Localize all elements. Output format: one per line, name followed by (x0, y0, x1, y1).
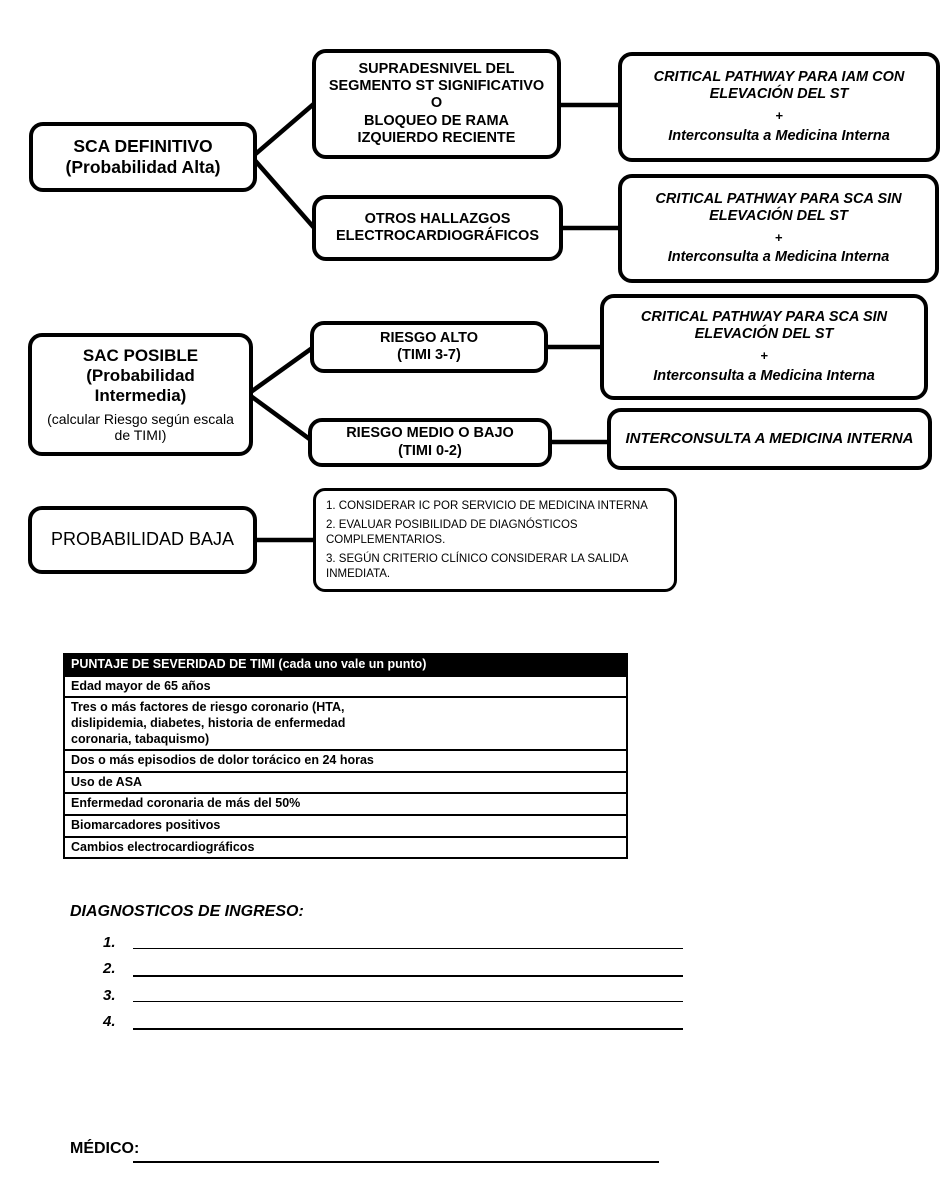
timi-row-edad: Edad mayor de 65 años (65, 674, 626, 697)
node-acciones-probabilidad-baja: 1. CONSIDERAR IC POR SERVICIO DE MEDICIN… (313, 488, 677, 592)
node-critical-pathway-sca-sin-st-1: CRITICAL PATHWAY PARA SCA SIN ELEVACIÓN … (618, 174, 939, 283)
node-note: (calcular Riesgo según escala de TIMI) (47, 410, 234, 444)
node-subtitle: (Probabilidad Alta) (65, 157, 221, 177)
node-critical-pathway-sca-sin-st-2: CRITICAL PATHWAY PARA SCA SIN ELEVACIÓN … (600, 294, 928, 400)
node-conjunction: O (430, 95, 443, 112)
node-line2: Interconsulta a Medicina Interna (667, 249, 890, 266)
node-line1: SUPRADESNIVEL DEL SEGMENTO ST SIGNIFICAT… (328, 61, 545, 95)
action-item-3: 3. SEGÚN CRITERIO CLÍNICO CONSIDERAR LA … (326, 552, 629, 580)
timi-row-episodios-dolor: Dos o más episodios de dolor torácico en… (65, 749, 626, 771)
node-line1: CRITICAL PATHWAY PARA IAM CON ELEVACIÓN … (653, 69, 905, 103)
node-otros-hallazgos: OTROS HALLAZGOS ELECTROCARDIOGRÁFICOS (312, 195, 563, 261)
timi-row-enfermedad-coronaria: Enfermedad coronaria de más del 50% (65, 792, 626, 814)
node-title: SCA DEFINITIVO (73, 136, 213, 157)
node-interconsulta-medicina-interna: INTERCONSULTA A MEDICINA INTERNA (607, 408, 932, 470)
diagnosis-blank-line-4 (133, 1028, 683, 1030)
node-line2: Interconsulta a Medicina Interna (668, 127, 890, 144)
diagnosis-number-3: 3. (103, 987, 116, 1004)
diagnosis-blank-line-3 (133, 1001, 683, 1002)
diagnosis-number-2: 2. (103, 960, 116, 977)
timi-row-factores-riesgo: Tres o más factores de riesgo coronario … (65, 696, 626, 749)
diagnosis-number-4: 4. (103, 1013, 116, 1030)
plus-sign: + (775, 108, 783, 124)
medico-label: MÉDICO: (70, 1140, 140, 1157)
node-sca-definitivo: SCA DEFINITIVO (Probabilidad Alta) (29, 122, 257, 192)
node-line1: INTERCONSULTA A MEDICINA INTERNA (625, 430, 914, 448)
node-critical-pathway-iam-con-st: CRITICAL PATHWAY PARA IAM CON ELEVACIÓN … (618, 52, 940, 162)
node-probabilidad-baja: PROBABILIDAD BAJA (28, 506, 257, 574)
node-line1: RIESGO ALTO (379, 329, 479, 346)
plus-sign: + (774, 229, 783, 245)
node-line1: OTROS HALLAZGOS ELECTROCARDIOGRÁFICOS (336, 210, 539, 244)
action-item-2: 2. EVALUAR POSIBILIDAD DE DIAGNÓSTICOS C… (326, 518, 578, 546)
node-title: SAC POSIBLE (82, 345, 199, 365)
node-sac-posible: SAC POSIBLE (Probabilidad Intermedia) (c… (28, 333, 253, 456)
node-line1: CRITICAL PATHWAY PARA SCA SIN ELEVACIÓN … (655, 190, 902, 224)
timi-score-table: PUNTAJE DE SEVERIDAD DE TIMI (cada uno v… (63, 653, 628, 860)
node-line2: (TIMI 0-2) (398, 442, 462, 459)
timi-table-header: PUNTAJE DE SEVERIDAD DE TIMI (cada uno v… (65, 655, 626, 675)
diagnosis-number-1: 1. (103, 934, 116, 951)
node-riesgo-alto: RIESGO ALTO (TIMI 3-7) (310, 321, 548, 373)
timi-row-biomarcadores: Biomarcadores positivos (65, 814, 626, 836)
diagnosis-blank-line-1 (133, 948, 683, 949)
node-supradesnivel-st: SUPRADESNIVEL DEL SEGMENTO ST SIGNIFICAT… (312, 49, 561, 159)
node-riesgo-medio-bajo: RIESGO MEDIO O BAJO (TIMI 0-2) (308, 418, 552, 467)
node-line2: Interconsulta a Medicina Interna (653, 367, 875, 384)
diagnosticos-title: DIAGNOSTICOS DE INGRESO: (70, 903, 304, 920)
diagnosis-blank-line-2 (133, 975, 683, 977)
action-item-1: 1. CONSIDERAR IC POR SERVICIO DE MEDICIN… (326, 500, 648, 512)
node-line2: (TIMI 3-7) (397, 347, 461, 363)
medico-blank-line (133, 1161, 659, 1163)
node-line2: BLOQUEO DE RAMA IZQUIERDO RECIENTE (357, 112, 516, 146)
node-line1: PROBABILIDAD BAJA (50, 529, 235, 550)
timi-row-cambios-ecg: Cambios electrocardiográficos (65, 835, 626, 858)
node-line1: RIESGO MEDIO O BAJO (346, 425, 514, 442)
node-line1: CRITICAL PATHWAY PARA SCA SIN ELEVACIÓN … (640, 309, 888, 343)
plus-sign: + (760, 348, 768, 364)
node-subtitle: (Probabilidad Intermedia) (86, 365, 195, 405)
timi-row-uso-asa: Uso de ASA (65, 770, 626, 793)
